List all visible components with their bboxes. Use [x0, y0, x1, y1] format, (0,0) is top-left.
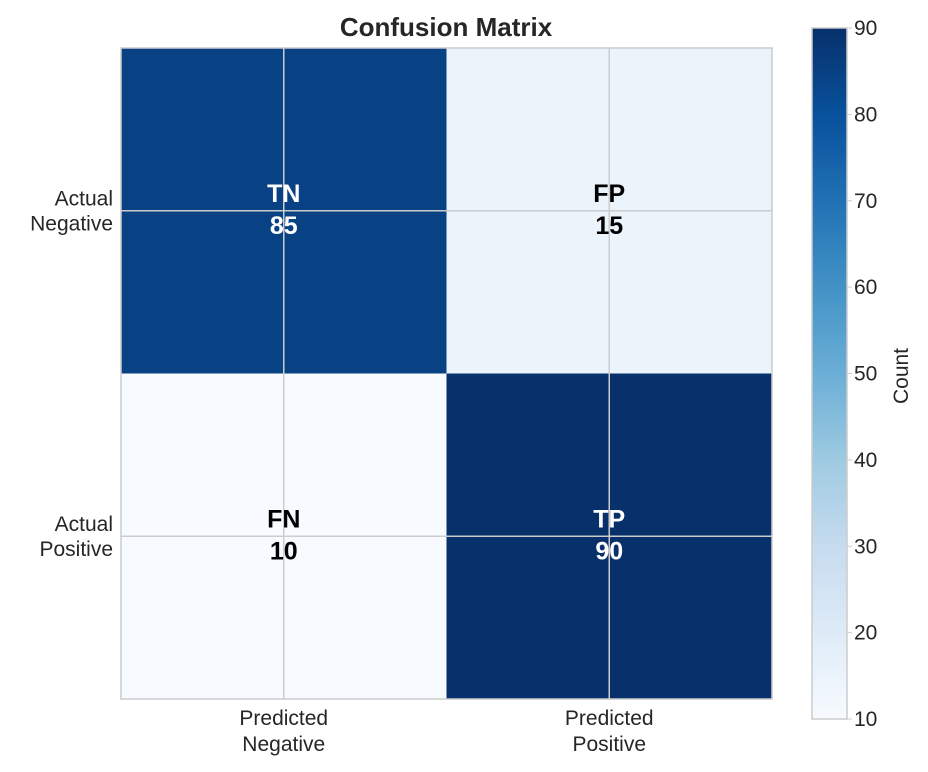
colorbar-tick-label: 60	[854, 276, 877, 299]
colorbar-tick-label: 50	[854, 363, 877, 386]
cell-tag-tn: TN	[267, 180, 300, 208]
colorbar-tick-label: 20	[854, 622, 877, 645]
colorbar-label: Count	[890, 348, 913, 404]
cell-value-tp: 90	[595, 537, 623, 565]
cell-tag-tp: TP	[593, 505, 625, 533]
colorbar-gradient	[811, 27, 848, 720]
colorbar: 10 20 30 40 50 60 70 80 90 Count	[811, 17, 913, 731]
cell-tag-fn: FN	[267, 505, 300, 533]
colorbar-tick-label: 70	[854, 190, 877, 213]
chart-title: Confusion Matrix	[340, 12, 553, 42]
cell-value-tn: 85	[270, 212, 298, 240]
colorbar-tick-label: 40	[854, 449, 877, 472]
colorbar-tick-label: 80	[854, 103, 877, 126]
cell-value-fp: 15	[595, 212, 623, 240]
heatmap-gridlines	[121, 48, 772, 699]
colorbar-ticks: 10 20 30 40 50 60 70 80 90	[847, 17, 877, 731]
cell-value-fn: 10	[270, 537, 298, 565]
heatmap-cells	[121, 48, 773, 700]
colorbar-tick-label: 90	[854, 17, 877, 40]
colorbar-tick-label: 30	[854, 535, 877, 558]
cell-tag-fp: FP	[593, 180, 625, 208]
colorbar-tick-label: 10	[854, 708, 877, 731]
plot-frame	[120, 47, 773, 700]
